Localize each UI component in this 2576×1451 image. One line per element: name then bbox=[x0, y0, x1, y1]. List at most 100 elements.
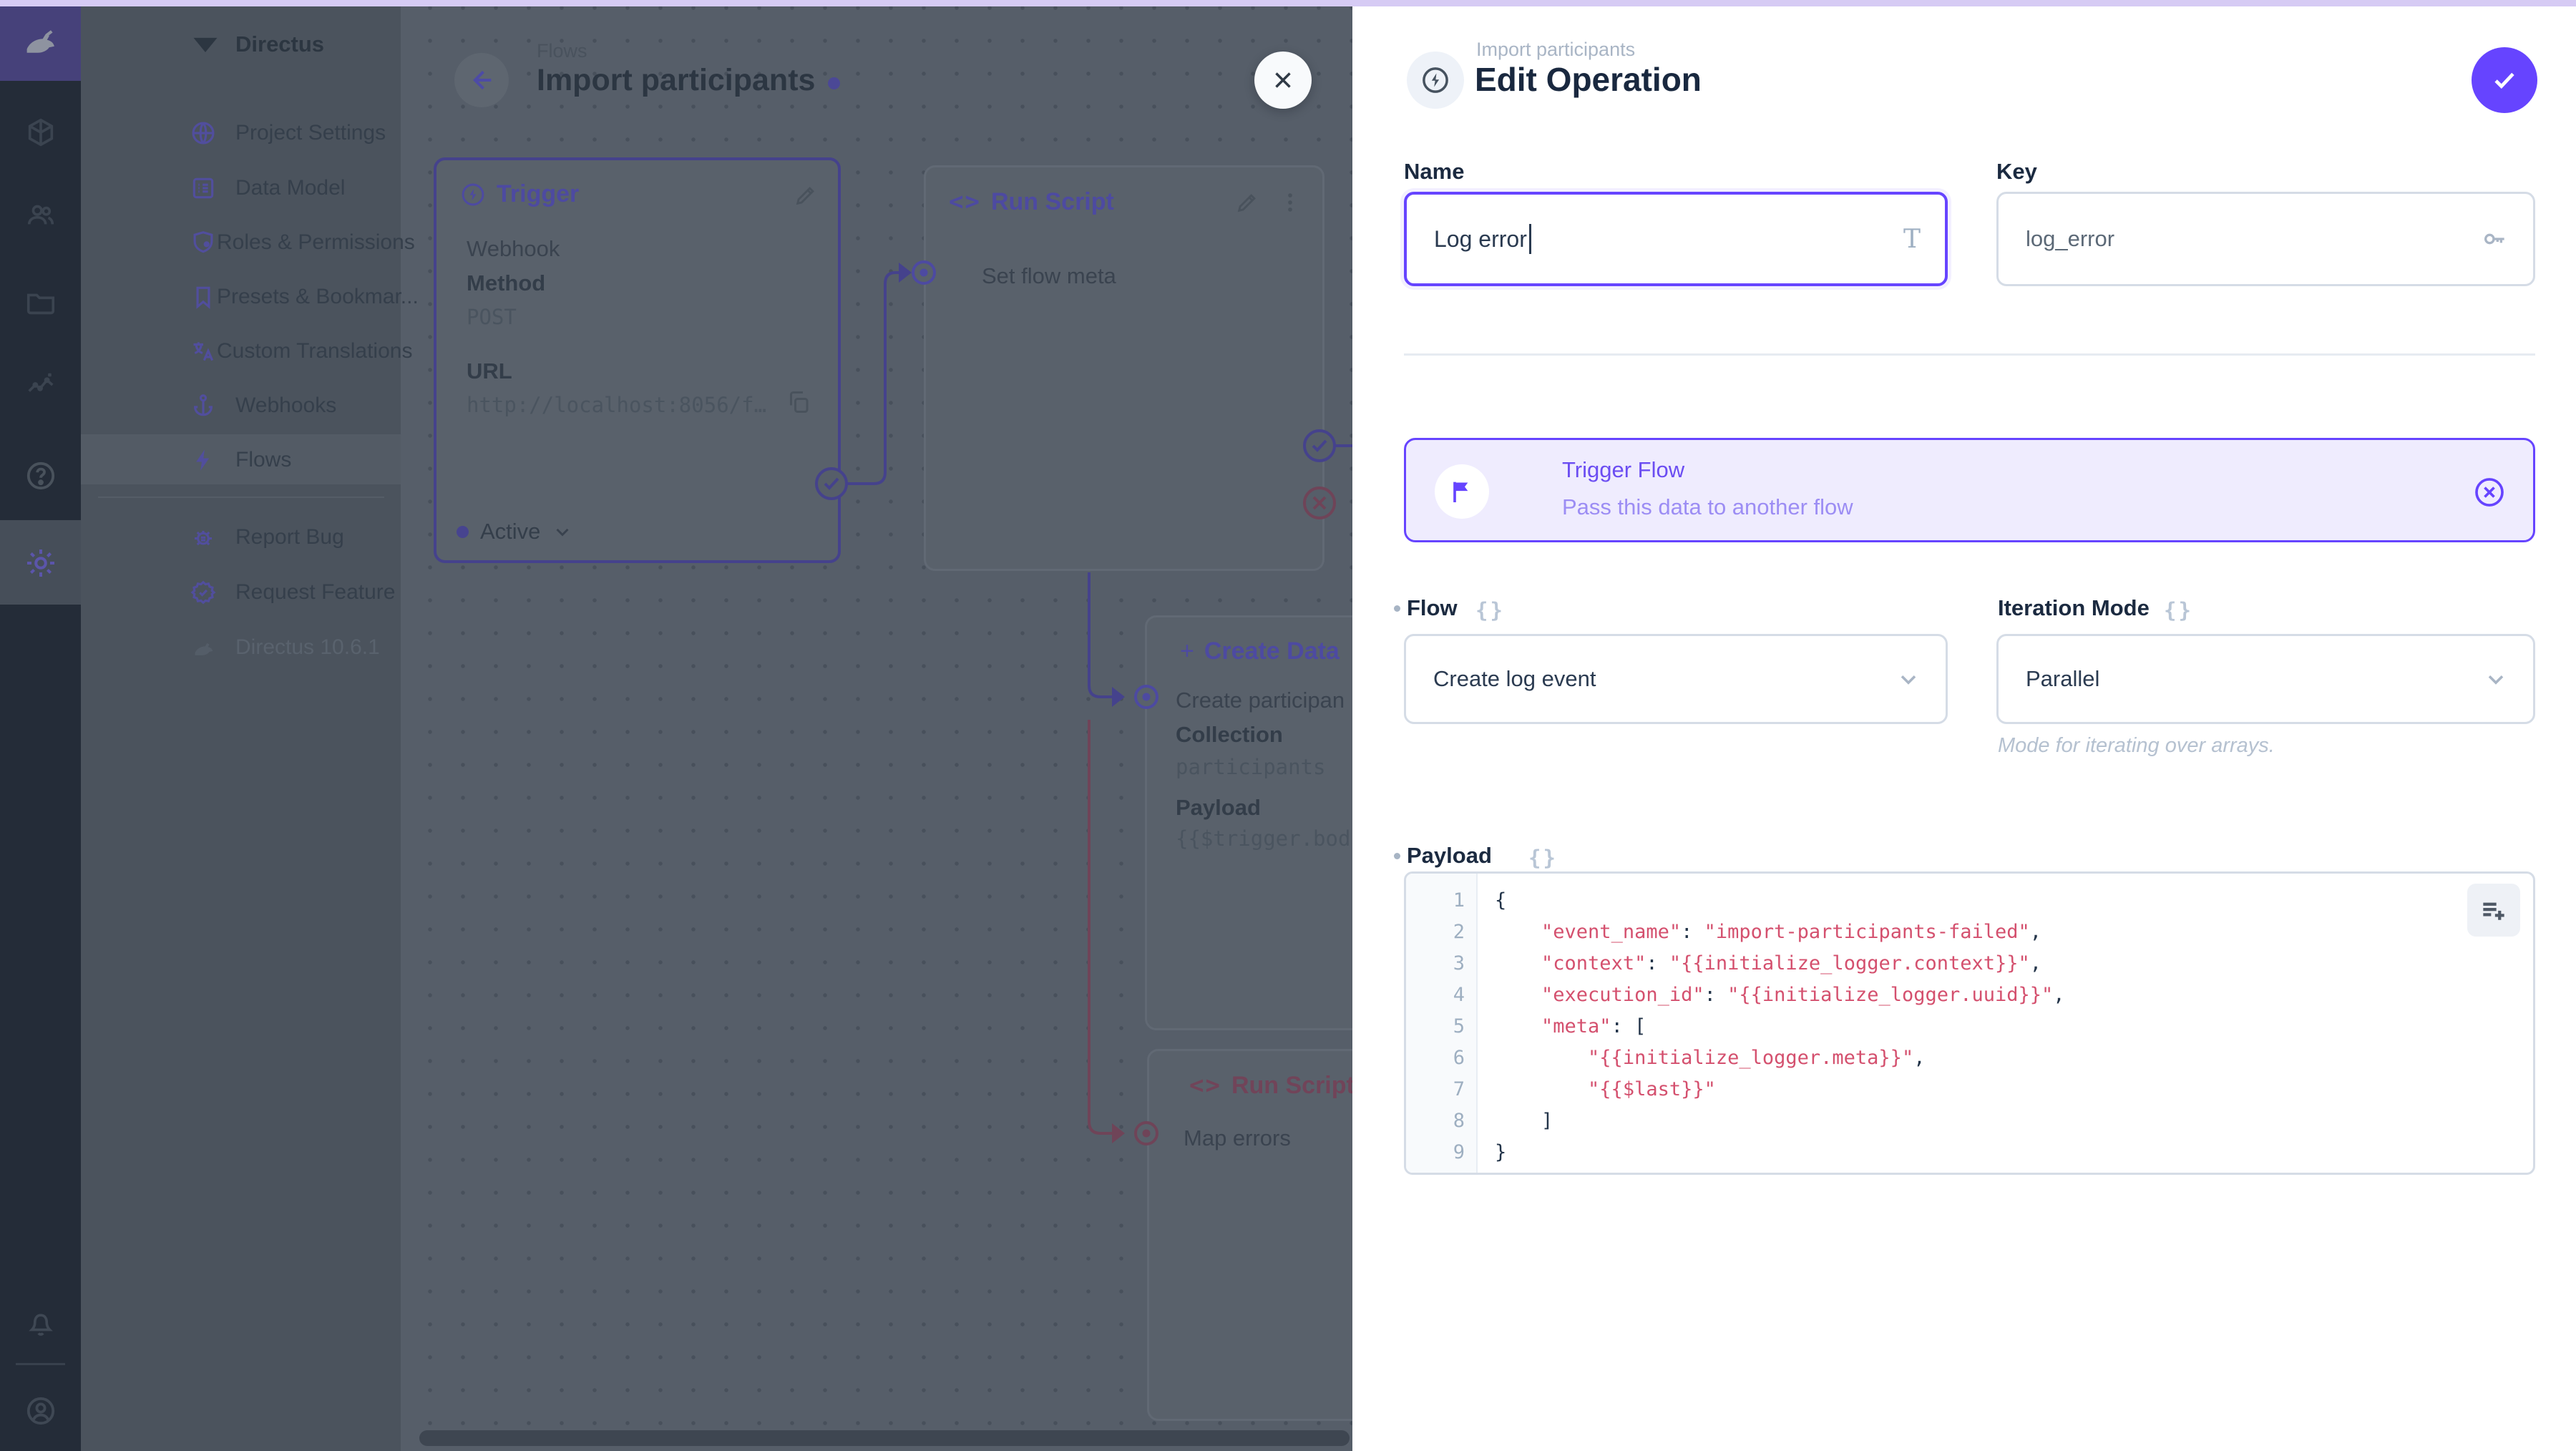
module-insights[interactable] bbox=[0, 351, 81, 419]
edit-pencil-icon[interactable] bbox=[1235, 190, 1259, 215]
box-icon bbox=[28, 118, 53, 147]
list-icon bbox=[190, 175, 235, 202]
banner-dismiss-button[interactable] bbox=[2473, 476, 2506, 512]
sidebar-item-request-feature[interactable]: Request Feature bbox=[81, 565, 401, 620]
iteration-mode-select[interactable]: Parallel bbox=[1996, 634, 2535, 724]
active-module-indicator bbox=[0, 520, 81, 605]
close-drawer-button[interactable] bbox=[1254, 52, 1312, 109]
horizontal-scrollbar[interactable] bbox=[419, 1430, 1350, 1446]
panel-run-script[interactable]: <> Run Script Set flow meta bbox=[924, 165, 1324, 571]
sidebar-item-label: Webhooks bbox=[235, 393, 337, 417]
collection-value: participants bbox=[1176, 755, 1326, 779]
trigger-flow-banner[interactable]: Trigger Flow Pass this data to another f… bbox=[1404, 438, 2535, 542]
rail-divider bbox=[16, 1363, 65, 1365]
globe-icon bbox=[190, 119, 235, 147]
module-users[interactable] bbox=[0, 180, 81, 249]
banner-subtitle: Pass this data to another flow bbox=[1562, 494, 1853, 519]
operation-name: Map errors bbox=[1184, 1125, 1291, 1150]
directus-logo-button[interactable] bbox=[0, 0, 81, 81]
raw-value-icon[interactable]: {} bbox=[1475, 598, 1505, 622]
account-icon bbox=[26, 1397, 54, 1425]
panel-title: Run Script bbox=[1231, 1071, 1355, 1099]
directus-project-icon bbox=[193, 37, 218, 52]
panel-title: Create Data bbox=[1204, 637, 1340, 665]
name-input[interactable]: Log error T bbox=[1404, 192, 1948, 286]
flow-value: Create log event bbox=[1433, 666, 1596, 691]
module-docs[interactable] bbox=[0, 441, 81, 510]
sidebar-item-presets-bookmarks[interactable]: Presets & Bookmar... bbox=[81, 269, 419, 324]
raw-value-icon[interactable]: {} bbox=[1528, 846, 1558, 870]
code-icon: <> bbox=[1189, 1071, 1221, 1100]
code-lines[interactable]: { "event_name": "import-participants-fai… bbox=[1495, 889, 2065, 1163]
sidebar-item-label: Roles & Permissions bbox=[217, 230, 415, 254]
copy-icon[interactable] bbox=[786, 389, 811, 415]
help-icon bbox=[26, 461, 54, 490]
sidebar-item-data-model[interactable]: Data Model bbox=[81, 160, 401, 215]
plus-icon: + bbox=[1180, 637, 1194, 665]
module-rail bbox=[0, 0, 81, 1451]
canvas-breadcrumb[interactable]: Flows bbox=[537, 40, 587, 62]
expand-editor-button[interactable] bbox=[2467, 884, 2520, 937]
module-settings[interactable] bbox=[0, 529, 81, 597]
rabbit-icon bbox=[190, 633, 235, 662]
sidebar-item-label: Request Feature bbox=[235, 580, 396, 604]
operation-icon-badge bbox=[1407, 52, 1464, 109]
flag-badge bbox=[1435, 464, 1489, 519]
folder-icon bbox=[26, 293, 54, 315]
trigger-status-dropdown[interactable]: Active bbox=[457, 519, 573, 544]
top-accent-strip bbox=[0, 0, 2576, 6]
back-button[interactable] bbox=[454, 53, 509, 107]
drawer-title: Edit Operation bbox=[1475, 61, 1702, 98]
flag-icon bbox=[1453, 482, 1468, 502]
url-label: URL bbox=[467, 358, 512, 383]
sidebar-item-label: Flows bbox=[235, 447, 292, 472]
title-icon: T bbox=[1903, 224, 1921, 254]
required-dot bbox=[1394, 853, 1400, 859]
nav-divider bbox=[98, 497, 384, 498]
close-circle-icon bbox=[2475, 478, 2504, 507]
notifications-button[interactable] bbox=[0, 1288, 81, 1357]
raw-value-icon[interactable]: {} bbox=[2164, 598, 2193, 622]
bookmark-icon bbox=[190, 283, 217, 311]
insights-icon bbox=[27, 373, 53, 392]
user-avatar[interactable] bbox=[0, 1377, 81, 1445]
sidebar-item-custom-translations[interactable]: Custom Translations bbox=[81, 323, 412, 378]
method-value: POST bbox=[467, 305, 517, 329]
drawer-breadcrumb[interactable]: Import participants bbox=[1476, 39, 1636, 60]
more-vertical-icon[interactable] bbox=[1278, 190, 1302, 215]
save-button[interactable] bbox=[2472, 47, 2537, 113]
project-chooser[interactable]: Directus bbox=[81, 16, 401, 73]
method-label: Method bbox=[467, 270, 546, 295]
arrow-left-icon bbox=[473, 70, 492, 90]
sidebar-item-report-bug[interactable]: Report Bug bbox=[81, 509, 401, 565]
iteration-note: Mode for iterating over arrays. bbox=[1998, 734, 2275, 757]
module-files[interactable] bbox=[0, 268, 81, 337]
rabbit-icon bbox=[26, 29, 54, 53]
module-content[interactable] bbox=[0, 98, 81, 167]
key-label: Key bbox=[1996, 159, 2037, 184]
operation-name: Set flow meta bbox=[982, 263, 1116, 288]
sidebar-item-flows[interactable]: Flows bbox=[81, 432, 401, 487]
payload-label: Payload bbox=[1176, 795, 1261, 820]
sidebar-item-webhooks[interactable]: Webhooks bbox=[81, 378, 401, 433]
sidebar-item-project-settings[interactable]: Project Settings bbox=[81, 105, 401, 160]
name-label: Name bbox=[1404, 159, 1465, 184]
sidebar-item-label: Report Bug bbox=[235, 524, 344, 549]
unsaved-dot bbox=[828, 77, 841, 89]
required-dot bbox=[1394, 605, 1400, 612]
panel-trigger[interactable]: Trigger Webhook Method POST URL http://l… bbox=[434, 157, 841, 563]
edit-operation-drawer: Import participants Edit Operation Name … bbox=[1352, 0, 2576, 1451]
sidebar-item-roles-permissions[interactable]: Roles & Permissions bbox=[81, 215, 415, 270]
code-icon: <> bbox=[949, 187, 981, 216]
text-caret bbox=[1528, 224, 1531, 254]
edit-pencil-icon[interactable] bbox=[794, 183, 818, 207]
key-input[interactable]: log_error bbox=[1996, 192, 2535, 286]
bell-icon bbox=[28, 1314, 53, 1336]
key-value: log_error bbox=[2026, 226, 2115, 251]
chevron-down-icon bbox=[556, 528, 569, 537]
operation-name: Create participan bbox=[1176, 688, 1345, 713]
flow-select[interactable]: Create log event bbox=[1404, 634, 1948, 724]
trigger-bolt-icon bbox=[462, 183, 484, 205]
